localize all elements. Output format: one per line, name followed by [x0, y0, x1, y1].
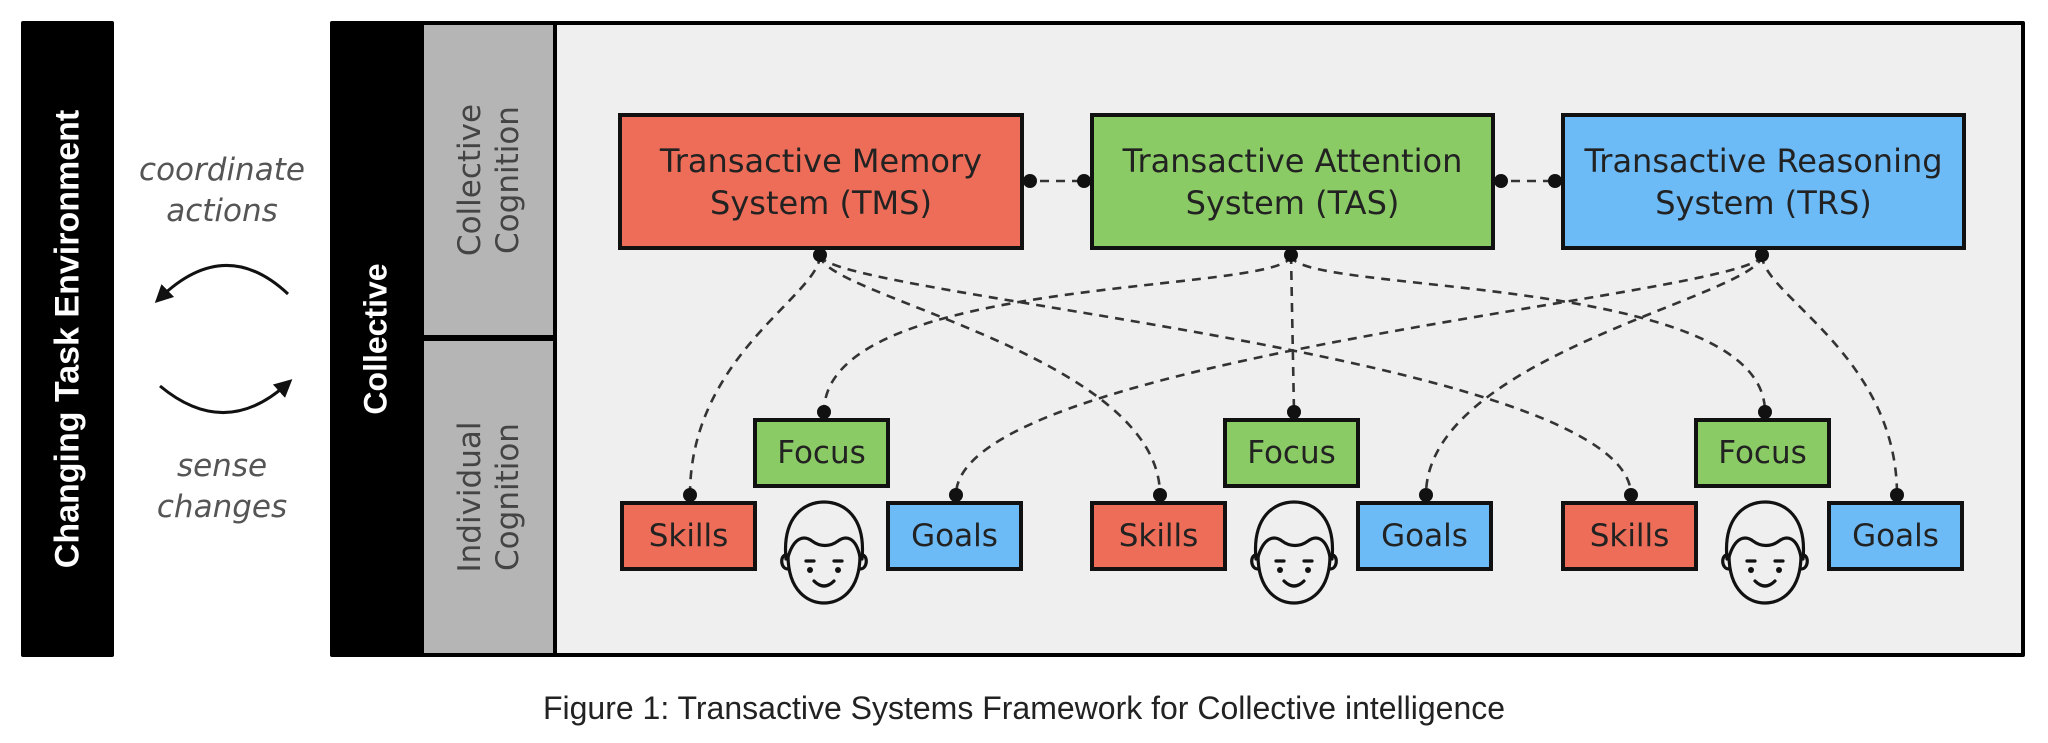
goals-box-label: Goals: [1381, 518, 1468, 554]
person-face-icon: [780, 500, 868, 605]
goals-anchor-dot: [1419, 488, 1433, 502]
trs-anchor-dot: [1755, 248, 1769, 262]
connector-dot: [1548, 174, 1562, 188]
skills-box-label: Skills: [648, 518, 729, 554]
tms-subtitle: System (TMS): [710, 183, 932, 222]
sense-text: sense: [176, 448, 268, 484]
person-face-icon: [1250, 500, 1338, 605]
tas-to-focus-link: [1289, 254, 1296, 413]
tas-to-focus-link: [822, 254, 1293, 413]
goals-anchor-dot: [1890, 488, 1904, 502]
connector-dot: [1077, 174, 1091, 188]
skills-box-label: Skills: [1589, 518, 1670, 554]
goals-box: Goals: [1827, 501, 1964, 571]
focus-box-label: Focus: [777, 435, 866, 471]
trs-title: Transactive Reasoning: [1584, 141, 1943, 180]
coordinate-actions-label: coordinate actions: [122, 150, 322, 232]
trs-subtitle: System (TRS): [1655, 183, 1872, 222]
skills-anchor-dot: [1153, 488, 1167, 502]
tms-to-skills-link: [818, 254, 1633, 496]
figure-caption: Figure 1: Transactive Systems Framework …: [542, 690, 1506, 726]
tms-to-skills-link: [688, 254, 822, 496]
actions-text: actions: [166, 193, 278, 229]
goals-box-label: Goals: [911, 518, 998, 554]
skills-anchor-dot: [683, 488, 697, 502]
focus-anchor-dot: [1758, 405, 1772, 419]
focus-box: Focus: [1223, 418, 1360, 488]
skills-box-label: Skills: [1118, 518, 1199, 554]
tas-title: Transactive Attention: [1122, 141, 1463, 180]
collective-cognition-panel: Collective Cognition: [424, 25, 553, 335]
trs-to-goals-link: [954, 254, 1764, 496]
goals-box: Goals: [1356, 501, 1493, 571]
changes-text: changes: [156, 489, 288, 525]
focus-anchor-dot: [1287, 405, 1301, 419]
trs-to-goals-link: [1424, 254, 1764, 496]
skills-box: Skills: [1561, 501, 1698, 571]
task-environment-bar: Changing Task Environment: [21, 21, 114, 657]
focus-box: Focus: [753, 418, 890, 488]
individual-cognition-panel: Individual Cognition: [424, 341, 553, 653]
tms-anchor-dot: [813, 248, 827, 262]
tas-subtitle: System (TAS): [1185, 183, 1400, 222]
tms-title: Transactive Memory: [659, 141, 983, 180]
tas-anchor-dot: [1284, 248, 1298, 262]
coordinate-text: coordinate: [139, 152, 305, 188]
focus-box-label: Focus: [1718, 435, 1807, 471]
focus-box-label: Focus: [1247, 435, 1336, 471]
goals-anchor-dot: [949, 488, 963, 502]
goals-box-label: Goals: [1852, 518, 1939, 554]
skills-box: Skills: [620, 501, 757, 571]
sense-changes-label: sense changes: [122, 446, 322, 528]
goals-box: Goals: [886, 501, 1023, 571]
connector-dot: [1494, 174, 1508, 188]
focus-box: Focus: [1694, 418, 1831, 488]
person-face-icon: [1721, 500, 1809, 605]
curved-arrow-left-icon: [154, 264, 290, 304]
skills-anchor-dot: [1624, 488, 1638, 502]
tas-to-focus-link: [1289, 254, 1767, 413]
focus-anchor-dot: [817, 405, 831, 419]
trs-to-goals-link: [1760, 254, 1899, 496]
skills-box: Skills: [1090, 501, 1227, 571]
connector-dot: [1023, 174, 1037, 188]
curved-arrow-right-icon: [159, 379, 293, 414]
